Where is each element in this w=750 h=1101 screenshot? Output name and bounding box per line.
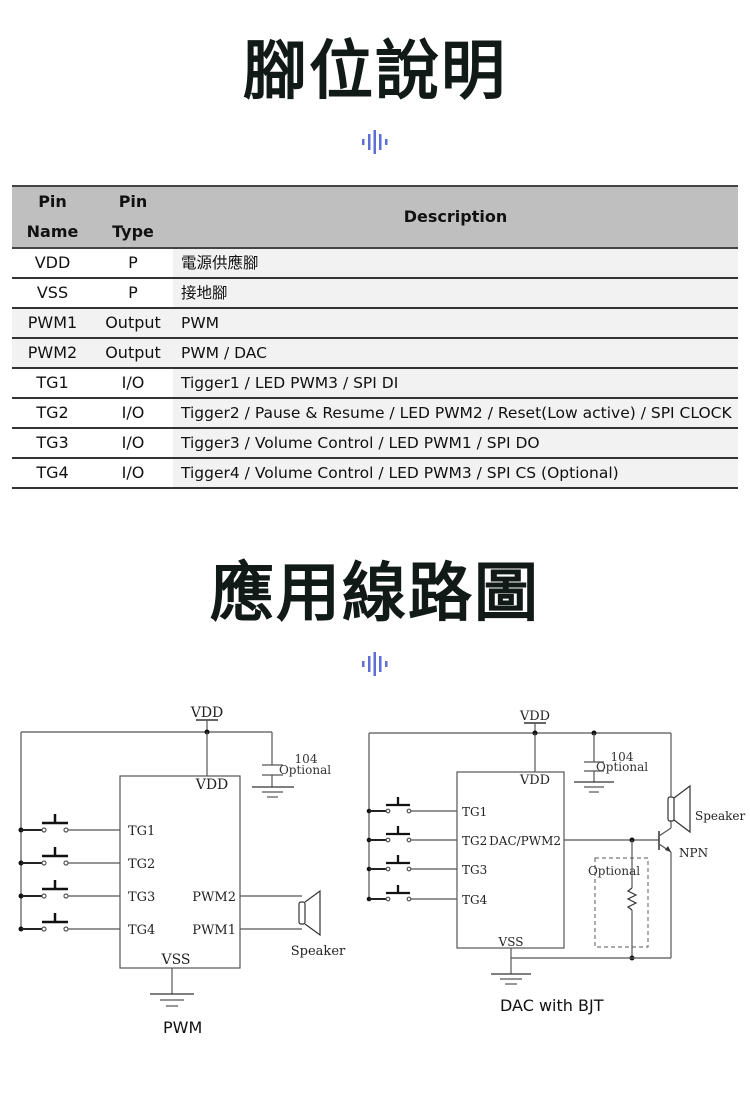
table-header-row: Pin Name Pin Type Description	[12, 186, 738, 248]
pin-name: TG4	[12, 458, 93, 488]
table-row: PWM1 Output PWM	[12, 308, 738, 338]
pin-type: P	[93, 248, 173, 278]
pin-name: PWM1	[12, 308, 93, 338]
pin-description: Tigger1 / LED PWM3 / SPI DI	[173, 368, 738, 398]
pwm-vdd-label: VDD	[190, 705, 224, 721]
header-description: Description	[173, 186, 738, 248]
dac-circuit-caption: DAC with BJT	[500, 996, 604, 1015]
pwm-pin-tg3: TG3	[128, 890, 155, 905]
push-button-switch-icon	[366, 797, 457, 814]
pin-name: VDD	[12, 248, 93, 278]
pin-type: Output	[93, 338, 173, 368]
pwm-pin-tg1: TG1	[128, 824, 155, 839]
pin-description: 電源供應腳	[173, 248, 738, 278]
pwm-chip-vss: VSS	[160, 952, 190, 968]
pin-type: I/O	[93, 428, 173, 458]
pwm-pin-tg2: TG2	[128, 857, 155, 872]
ground-icon	[491, 973, 531, 985]
pin-type: I/O	[93, 398, 173, 428]
dac-pin-tg2: TG2	[462, 834, 487, 848]
push-button-switch-icon	[18, 814, 120, 833]
application-circuit-diagrams: VDD VDD VSS 104 Optional	[18, 705, 746, 1007]
pin-type: I/O	[93, 458, 173, 488]
pin-name: TG1	[12, 368, 93, 398]
table-row: VDD P 電源供應腳	[12, 248, 738, 278]
pwm-pin-pwm2: PWM2	[192, 890, 236, 905]
pin-type: Output	[93, 308, 173, 338]
pin-type: P	[93, 278, 173, 308]
resistor-icon	[626, 887, 638, 911]
dac-cap-note: Optional	[596, 760, 648, 774]
table-row: PWM2 Output PWM / DAC	[12, 338, 738, 368]
header-pin-name: Pin Name	[12, 186, 93, 248]
dac-chip	[456, 771, 565, 949]
push-button-switch-icon	[366, 826, 457, 843]
push-button-switch-icon	[18, 880, 120, 899]
pwm-circuit-caption: PWM	[163, 1018, 203, 1037]
pin-name: TG3	[12, 428, 93, 458]
pin-description: PWM	[173, 308, 738, 338]
push-button-switch-icon	[18, 847, 120, 866]
table-row: TG3 I/O Tigger3 / Volume Control / LED P…	[12, 428, 738, 458]
dac-resistor-note: Optional	[588, 864, 640, 878]
pin-description-table: Pin Name Pin Type Description VDD P 電源供應…	[12, 185, 738, 489]
pwm-chip-vdd: VDD	[195, 777, 229, 793]
sound-wave-icon	[362, 130, 388, 154]
ground-icon	[150, 993, 194, 1007]
pin-name: VSS	[12, 278, 93, 308]
table-row: TG2 I/O Tigger2 / Pause & Resume / LED P…	[12, 398, 738, 428]
pwm-pin-tg4: TG4	[128, 923, 155, 938]
dac-chip-vdd: VDD	[519, 773, 550, 788]
pin-name: PWM2	[12, 338, 93, 368]
dac-switches	[366, 797, 457, 902]
dac-speaker-label: Speaker	[695, 809, 746, 823]
push-button-switch-icon	[366, 885, 457, 902]
dac-chip-vss: VSS	[498, 935, 524, 949]
dac-cap-value: 104	[611, 750, 634, 764]
dac-pin-dac-pwm2: DAC/PWM2	[489, 834, 561, 848]
dac-vdd-label: VDD	[519, 709, 550, 724]
push-button-switch-icon	[18, 913, 120, 932]
pin-name: TG2	[12, 398, 93, 428]
pwm-chip	[119, 775, 241, 969]
dac-bjt-circuit: VDD VDD VSS 104 Optional	[366, 709, 746, 985]
optional-resistor-box	[594, 857, 649, 948]
pwm-circuit: VDD VDD VSS 104 Optional	[18, 705, 346, 1007]
pinout-title: 腳位說明	[243, 35, 507, 109]
table-row: VSS P 接地腳	[12, 278, 738, 308]
pin-type: I/O	[93, 368, 173, 398]
pwm-speaker-label: Speaker	[291, 944, 346, 959]
pin-description: 接地腳	[173, 278, 738, 308]
pin-description: PWM / DAC	[173, 338, 738, 368]
npn-transistor-icon	[658, 827, 672, 853]
pin-description: Tigger3 / Volume Control / LED PWM1 / SP…	[173, 428, 738, 458]
table-row: TG1 I/O Tigger1 / LED PWM3 / SPI DI	[12, 368, 738, 398]
speaker-icon	[298, 889, 321, 937]
table-row: TG4 I/O Tigger4 / Volume Control / LED P…	[12, 458, 738, 488]
pwm-pin-pwm1: PWM1	[192, 923, 236, 938]
dac-npn-label: NPN	[679, 846, 708, 860]
sound-wave-icon	[362, 652, 388, 676]
pin-description: Tigger2 / Pause & Resume / LED PWM2 / Re…	[173, 398, 738, 428]
push-button-switch-icon	[366, 855, 457, 872]
pwm-cap-note: Optional	[279, 763, 331, 777]
header-pin-type: Pin Type	[93, 186, 173, 248]
dac-pin-tg3: TG3	[462, 863, 487, 877]
pin-description: Tigger4 / Volume Control / LED PWM3 / SP…	[173, 458, 738, 488]
dac-pin-tg1: TG1	[462, 805, 487, 819]
dac-pin-tg4: TG4	[462, 893, 488, 907]
application-circuit-title: 應用線路圖	[210, 557, 540, 631]
pwm-switches	[18, 814, 120, 932]
pwm-cap-value: 104	[295, 752, 318, 766]
